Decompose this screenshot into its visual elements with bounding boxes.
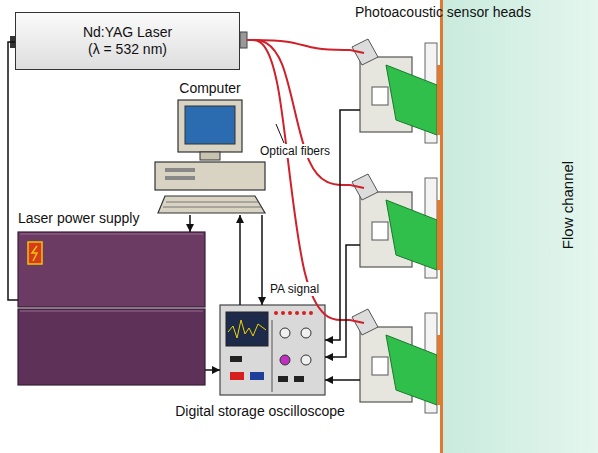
optical-fiber xyxy=(247,40,350,185)
node-label: Digital storage oscilloscope xyxy=(150,403,370,420)
signal-wire xyxy=(205,369,220,371)
power-supply-box: Laser power supply xyxy=(18,232,205,385)
signal-wire xyxy=(8,42,18,300)
signal-label: PA signal xyxy=(268,282,321,296)
signal-wire xyxy=(325,245,350,357)
signal-wire xyxy=(261,215,263,305)
node-label: Laser power supply xyxy=(18,210,139,227)
node-label: Nd:YAG Laser (λ = 532 nm) xyxy=(78,24,178,58)
node-label: Flow channel xyxy=(559,161,577,249)
computer-node: Computer xyxy=(150,80,270,215)
laser-box: Nd:YAG Laser (λ = 532 nm) xyxy=(15,12,240,70)
oscilloscope-box: Digital storage oscilloscope xyxy=(220,305,325,395)
oscilloscope-body xyxy=(220,305,325,395)
node-label: Photoacoustic sensor heads xyxy=(355,4,531,21)
sensor-head-group: Photoacoustic sensor heads xyxy=(350,30,440,412)
power-supply-unit xyxy=(18,232,205,385)
node-label: Computer xyxy=(150,80,270,97)
flow-channel-band: Flow channel xyxy=(440,0,598,453)
sensor-head xyxy=(350,174,442,278)
sensor-head xyxy=(350,309,442,413)
optical-fiber xyxy=(247,40,350,320)
signal-wire xyxy=(189,215,191,232)
computer-icon xyxy=(155,100,265,213)
signal-wire xyxy=(239,215,241,305)
fiber-label: Optical fibers xyxy=(258,144,332,158)
signal-wire xyxy=(325,379,350,381)
sensor-head xyxy=(350,39,442,143)
fiber-port xyxy=(240,32,247,48)
leader-line xyxy=(276,124,284,143)
